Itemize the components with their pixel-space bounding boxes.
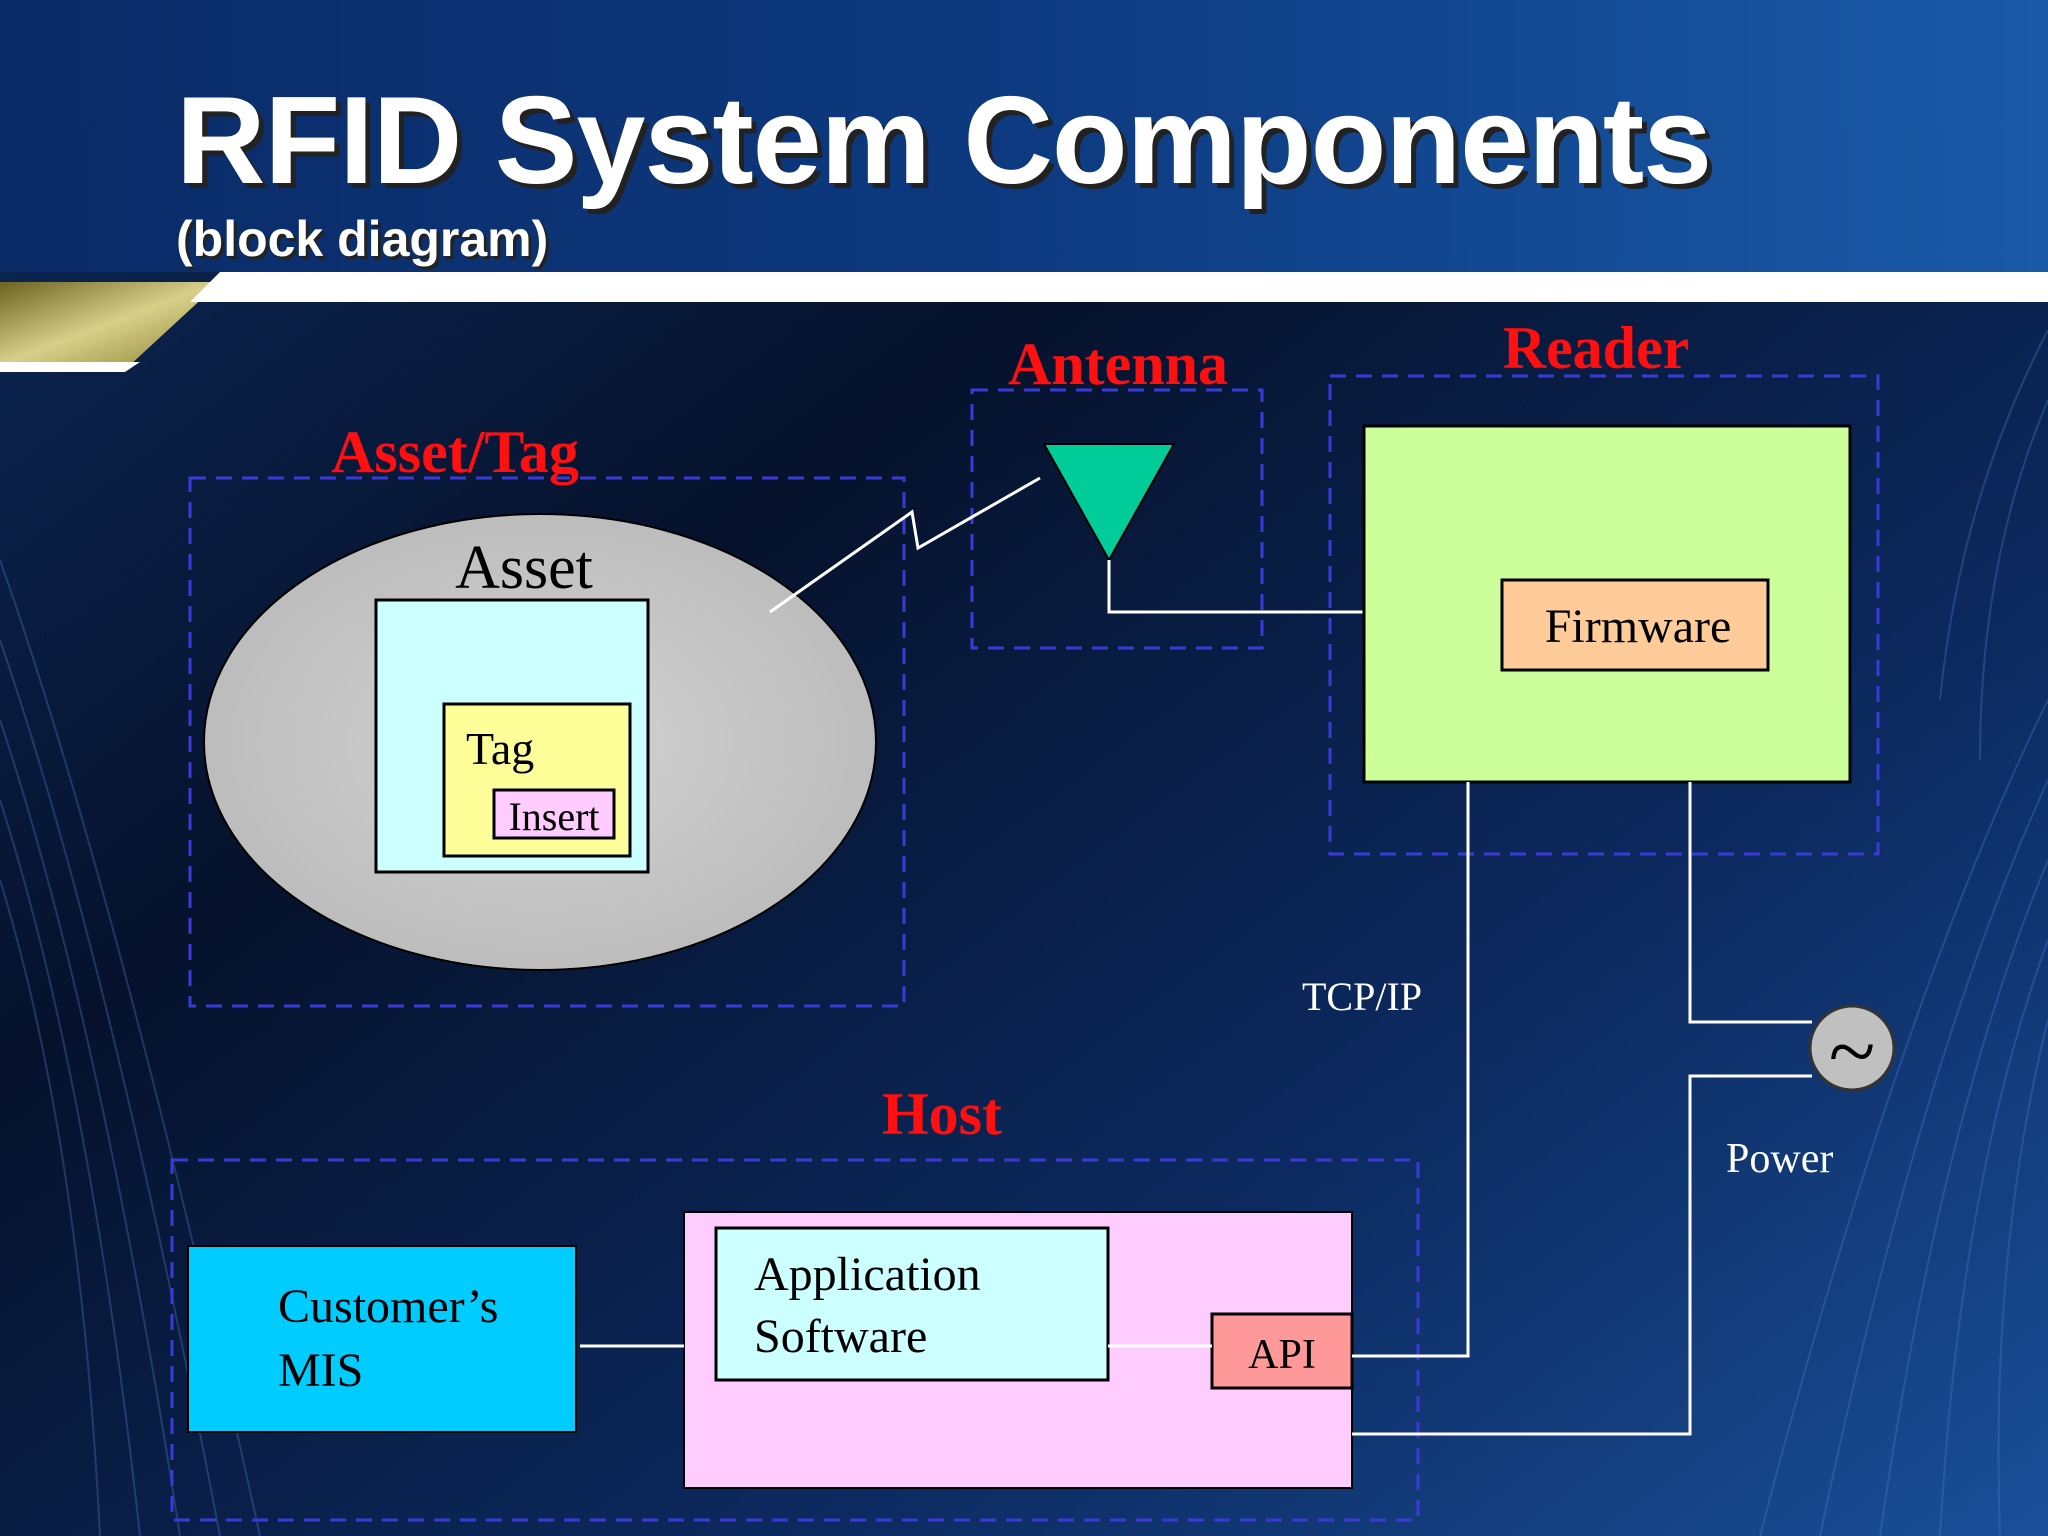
group-border-asset-tag: [188, 476, 906, 1008]
firmware-box: [1500, 578, 1770, 672]
header-band: [0, 0, 2048, 272]
application-software-box: [714, 1226, 1110, 1382]
background-streaks: [0, 329, 2048, 1536]
slide-subtitle: (block diagram): [176, 211, 549, 267]
tcpip-label: TCP/IP: [1302, 974, 1422, 1019]
insert-box: [492, 788, 616, 840]
reader-power-link: [1688, 782, 1812, 1024]
tcpip-link: [1352, 782, 1470, 1358]
application-software-label-line1: Application: [754, 1248, 981, 1301]
antenna-triangle: [1042, 443, 1176, 563]
firmware-label: Firmware: [1545, 600, 1732, 653]
group-label-antenna: Antenna: [1008, 331, 1228, 397]
asset-label: Asset: [455, 534, 593, 602]
group-border-antenna: [970, 388, 1264, 650]
tag-label: Tag: [466, 723, 534, 774]
group-label-reader: Reader: [1503, 315, 1690, 381]
wireless-link: [769, 476, 1041, 614]
insert-label: Insert: [508, 794, 599, 839]
header-gold-accent: [0, 282, 220, 365]
power-source-icon: [1808, 1004, 1896, 1092]
slide-title: RFID System Components: [176, 72, 1712, 210]
header-divider-lower: [0, 362, 140, 372]
power-label: Power: [1726, 1136, 1833, 1182]
customers-mis-label-line2: MIS: [278, 1344, 363, 1397]
power-source-symbol: ~: [1829, 1003, 1876, 1099]
group-label-asset-tag: Asset/Tag: [331, 419, 579, 485]
host-power-link: [1352, 1074, 1812, 1436]
group-border-host: [170, 1158, 1420, 1522]
api-label: API: [1248, 1332, 1316, 1378]
group-label-host: Host: [882, 1081, 1002, 1147]
api-box: [1210, 1312, 1354, 1390]
application-software-label-line2: Software: [754, 1310, 927, 1363]
group-border-reader: [1328, 374, 1880, 856]
header-divider: [190, 272, 2048, 302]
customers-mis-label-line1: Customer’s: [278, 1280, 498, 1333]
antenna-reader-link: [1107, 560, 1364, 614]
customers-mis-box: [187, 1245, 577, 1433]
